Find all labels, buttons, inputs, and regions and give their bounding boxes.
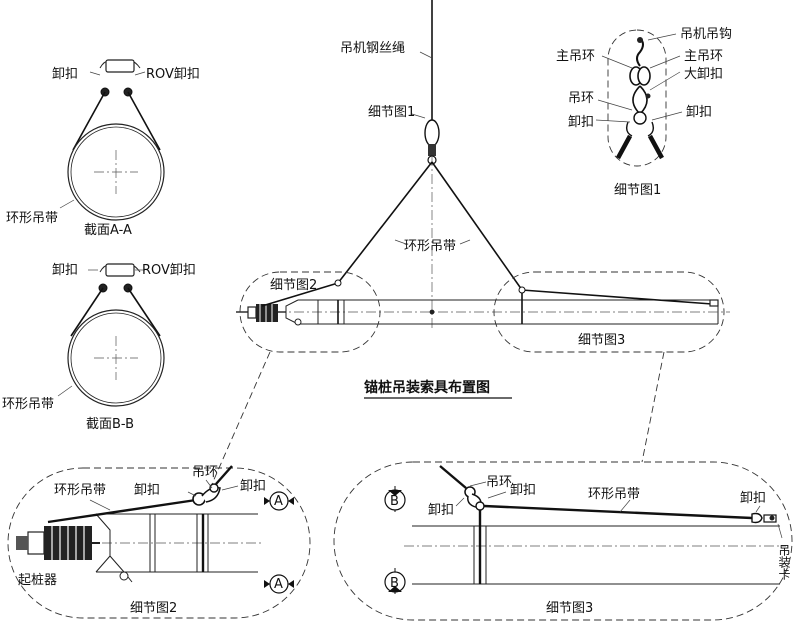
detail1-big-shackle-label: 大卸扣 [684, 66, 723, 82]
detail2-ring-label: 吊环 [192, 465, 218, 480]
pile-sling-left [261, 282, 339, 307]
section-b-shackle-label: 卸扣 [52, 262, 78, 278]
detail2-ref-label: 细节图2 [270, 278, 317, 293]
detail3-end-shackle-clamp [751, 512, 777, 524]
detail2-outline [7, 467, 311, 619]
section-b-view: 卸扣 ROV卸扣 环形吊带 截面B-B [2, 262, 196, 432]
detail3-marker-bottom-letter: B [390, 576, 399, 591]
detail3-sling-label: 环形吊带 [588, 487, 640, 502]
detail1-ring-label: 吊环 [568, 91, 594, 106]
detail3-shackle-mid-label: 卸扣 [510, 482, 536, 498]
detail2-sling [47, 498, 197, 524]
detail3-callout-outline [493, 271, 725, 353]
section-a-view: 卸扣 ROV卸扣 环形吊带 截面A-A [6, 59, 200, 238]
detail2-pile-puller [16, 526, 100, 560]
detail2-callout-outline [239, 271, 381, 353]
detail2-marker-top-letter: A [274, 494, 283, 509]
section-a-caption: 截面A-A [84, 223, 132, 238]
main-sling-label: 环形吊带 [404, 239, 456, 254]
detail3-ref-label: 细节图3 [578, 333, 625, 348]
detail3-view: 吊环 卸扣 卸扣 环形吊带 卸扣 吊装卡 B B 细节图3 [333, 461, 793, 621]
pile-body [240, 290, 730, 326]
section-b-sling-label: 环形吊带 [2, 397, 54, 412]
detail3-ring-label: 吊环 [486, 475, 512, 490]
detail3-section-marker-top: B [384, 486, 406, 512]
section-a-pile-circle [67, 123, 165, 221]
detail2-sling-label: 环形吊带 [54, 483, 106, 498]
detail1-shackle-right-label: 卸扣 [686, 104, 712, 120]
detail3-outline [333, 461, 793, 621]
detail3-marker-top-letter: B [390, 494, 399, 509]
drawing-title: 锚桩吊装索具布置图 [364, 379, 490, 396]
section-b-shackles [98, 263, 141, 293]
section-a-sling-label: 环形吊带 [6, 211, 58, 226]
detail3-end-shackle-label: 卸扣 [740, 490, 766, 506]
detail1-hook-label: 吊机吊钩 [680, 27, 732, 42]
detail3-caption: 细节图3 [546, 601, 593, 616]
detail3-shackle-left-label: 卸扣 [428, 502, 454, 518]
detail1-ref-label: 细节图1 [368, 105, 415, 120]
detail2-view: 环形吊带 吊环 卸扣 卸扣 A A 起桩器 细节图2 [7, 465, 311, 619]
pile-puller-small [236, 304, 286, 322]
section-b-rov-shackle-label: ROV卸扣 [142, 262, 196, 278]
detail3-shackle-ring [439, 465, 485, 511]
detail2-pile-puller-label: 起桩器 [18, 573, 57, 588]
detail3-clamp-label: 吊装卡 [777, 544, 791, 580]
detail3-pile [404, 510, 786, 585]
detail2-section-marker-top: A [264, 491, 294, 511]
sling-left-leg [337, 161, 433, 284]
detail2-marker-bottom-letter: A [274, 577, 283, 592]
sling-right-leg [431, 161, 523, 291]
main-arrangement: 吊机钢丝绳 细节图1 环形吊带 [211, 0, 730, 485]
detail2-shackle-right-label: 卸扣 [240, 478, 266, 494]
detail1-shackle-left-label: 卸扣 [568, 114, 594, 130]
detail2-section-marker-bottom: A [264, 574, 294, 594]
detail2-pile [30, 513, 262, 583]
detail1-view: 吊机吊钩 主吊环 主吊环 大卸扣 吊环 卸扣 卸扣 细节图1 [556, 27, 732, 198]
section-b-pile-circle [67, 309, 165, 407]
detail3-sling [483, 504, 753, 520]
section-b-caption: 截面B-B [86, 417, 134, 432]
detail1-hook-rigging [616, 37, 664, 160]
detail2-leader [211, 351, 271, 485]
detail3-leader [641, 351, 665, 463]
detail1-main-ring-right-label: 主吊环 [684, 49, 723, 64]
crane-wire-label: 吊机钢丝绳 [340, 41, 405, 56]
pile-sling-right [521, 289, 713, 305]
detail2-caption: 细节图2 [130, 601, 177, 616]
detail1-caption: 细节图1 [614, 183, 661, 198]
section-a-shackle-label: 卸扣 [52, 66, 78, 82]
section-a-shackles [99, 59, 141, 97]
section-a-rov-shackle-label: ROV卸扣 [146, 66, 200, 82]
detail2-shackle-left-label: 卸扣 [134, 482, 160, 498]
section-a-sling [72, 91, 161, 151]
detail1-outline [607, 29, 667, 167]
detail3-section-marker-bottom: B [384, 568, 406, 594]
detail1-main-ring-left-label: 主吊环 [556, 49, 595, 64]
section-b-sling [70, 287, 161, 337]
